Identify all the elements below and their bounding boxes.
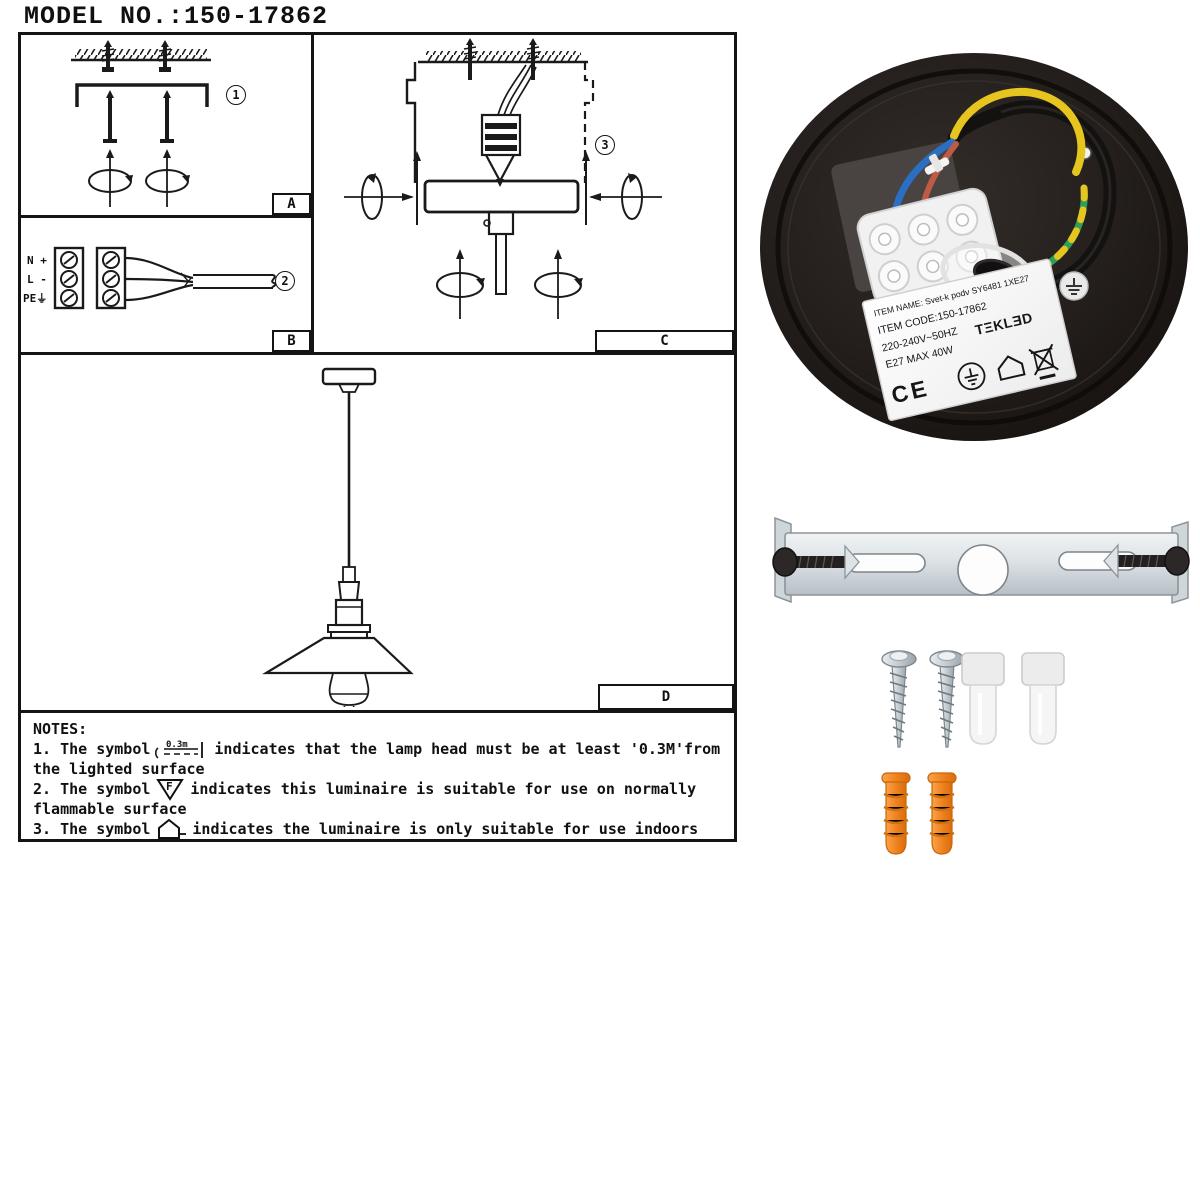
ceiling-screw-icon (158, 40, 172, 72)
bracket-screw-icon (160, 90, 174, 143)
wire-caps-photo (958, 645, 1070, 750)
divider (21, 352, 734, 355)
weee-bin-icon (1028, 343, 1059, 380)
indoor-use-symbol-icon (158, 818, 187, 839)
min-distance-symbol-icon: 0.3m (155, 740, 204, 759)
indoor-use-icon (997, 355, 1026, 381)
panel-c-label: C (595, 330, 734, 352)
panel-b-label: B (272, 330, 311, 352)
flammable-surface-symbol-icon: F (156, 779, 185, 801)
rotate-arrow-icon (145, 149, 190, 207)
cable-tie (924, 153, 950, 175)
terminal-label-neutral: N + (27, 254, 47, 267)
panel-a-label: A (272, 193, 311, 215)
panel-c-line-art (344, 38, 662, 319)
ceiling-screw-icon (101, 40, 115, 72)
panel-b-wiring-step: N + L - PE⏚ (21, 218, 314, 352)
ceiling-screw-icon (463, 38, 477, 80)
pendant-stem (483, 210, 515, 295)
panel-d-line-art (262, 367, 414, 707)
wire-cap-icon (1021, 652, 1065, 745)
note-2-text-cont: indicates this luminaire is suitable for… (190, 780, 697, 798)
panel-d-letter: D (661, 689, 671, 705)
yellow-wire (950, 87, 1086, 176)
min-distance-value: 0.3m (166, 740, 188, 750)
screws-photo (876, 645, 972, 765)
side-screw-left (344, 151, 421, 225)
ceiling-rose-photo: ITEM NAME: Svet-k podv SY6481 1XE27 ITEM… (758, 50, 1192, 446)
panel-a-mounting-bracket-step (21, 35, 314, 218)
panel-d-finished-lamp (21, 355, 734, 710)
step-2-number: 2 (281, 274, 289, 288)
earth-sticker-icon (1059, 271, 1089, 301)
screw-icon (929, 650, 965, 748)
wall-plugs-photo (874, 770, 966, 862)
terminal-label-live: L - (27, 273, 47, 286)
wires-to-cable (124, 256, 194, 302)
pendant-lamp-drawing (262, 367, 414, 707)
notes-title: NOTES: (33, 720, 88, 738)
divider (21, 710, 734, 713)
terminal-label-earth: PE⏚ (23, 292, 47, 305)
note-2-wrap: flammable surface (33, 800, 187, 818)
mounting-bar-outline (423, 179, 580, 214)
note-1-text-cont: indicates that the lamp head must be at … (214, 740, 721, 758)
side-screw-right (582, 151, 662, 225)
model-number-title: MODEL NO.:150-17862 (24, 2, 329, 31)
mounting-bracket-photo (763, 500, 1200, 625)
note-1-wrap: the lighted surface (33, 760, 205, 778)
lamp-shade (262, 636, 414, 675)
panel-a-letter: A (287, 196, 296, 212)
panel-c-canopy-step (314, 35, 734, 352)
note-3-text: 3. The symbol (33, 820, 151, 838)
note-1-text: 1. The symbol (33, 740, 151, 758)
canopy-left-edge (405, 62, 417, 183)
canopy-right-edge (583, 62, 595, 183)
panel-b-letter: B (287, 333, 296, 349)
rotate-arrow-icon (436, 249, 485, 319)
installation-diagram: N + L - PE⏚ (18, 32, 737, 842)
wire-cap-icon (961, 652, 1005, 745)
bulb-icon (328, 672, 370, 706)
mounting-bracket-outline (75, 83, 209, 107)
step-1-badge: 1 (226, 85, 246, 105)
earthed-class-icon (957, 362, 986, 391)
bracket-center-hole (957, 544, 1009, 596)
step-1-number: 1 (232, 88, 240, 102)
step-3-number: 3 (601, 138, 609, 152)
canopy-wires (497, 64, 537, 116)
panel-a-line-art (71, 40, 211, 207)
note-3-text-cont: indicates the luminaire is only suitable… (192, 820, 699, 838)
terminal-block-icon (53, 246, 127, 310)
step-3-badge: 3 (595, 135, 615, 155)
panel-b-line-art: N + L - PE⏚ (23, 246, 277, 310)
wire-connector-icon (480, 113, 522, 187)
bracket-screw-icon (103, 90, 117, 143)
bracket-screw-left (772, 544, 860, 580)
bracket-screw-right (1103, 543, 1190, 579)
rotate-arrow-icon (88, 149, 133, 207)
cable-icon (193, 274, 277, 289)
ceiling-screw-icon (526, 38, 540, 80)
panel-c-letter: C (660, 333, 669, 349)
blue-wire (892, 138, 956, 212)
step-2-badge: 2 (275, 271, 295, 291)
f-symbol-letter: F (166, 780, 173, 793)
rotate-arrow-icon (534, 249, 583, 319)
wall-plug-icon (881, 772, 911, 855)
screw-icon (881, 650, 917, 748)
note-2-text: 2. The symbol (33, 780, 151, 798)
wall-plug-icon (927, 772, 957, 855)
panel-d-label: D (598, 684, 734, 710)
notes-section: NOTES: 1. The symbol 0.3m indicates that… (21, 713, 734, 839)
